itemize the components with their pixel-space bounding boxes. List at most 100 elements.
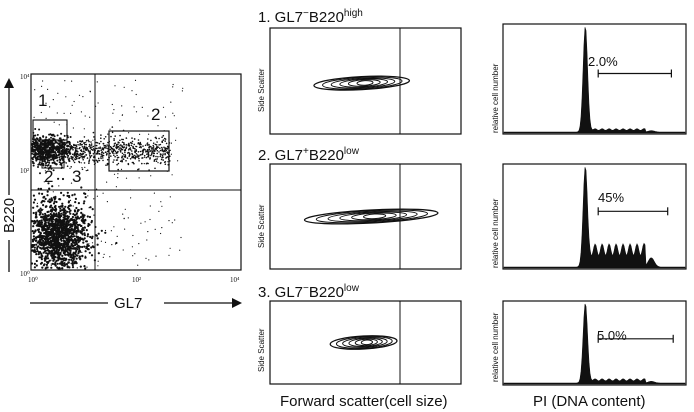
scatter-dot [63,208,66,211]
scatter-dot [122,158,125,160]
scatter-dot [61,152,63,154]
scatter-dot [70,145,73,147]
scatter-dot [97,147,100,149]
scatter-dot [45,102,47,104]
scatter-dot [121,156,123,159]
scatter-dot [83,214,86,217]
scatter-dot [53,198,56,201]
scatter-dot [139,133,141,135]
scatter-dot [60,230,63,233]
scatter-dot [73,227,77,230]
scatter-dot [35,215,38,218]
scatter-dot [112,149,115,152]
scatter-dot [60,191,63,194]
scatter-dot [75,239,78,242]
scatter-dot [105,145,107,148]
scatter-dot [83,128,85,130]
scatter-dot [72,233,75,236]
contour-plot-3: Side Scatter [257,300,462,385]
contour-frame-2 [269,163,462,270]
scatter-dot [111,103,113,106]
scatter-dot [59,162,62,164]
scatter-dot [173,115,175,117]
scatter-dot [148,169,150,171]
histogram-ylabel-3: relative cell number [491,312,500,382]
scatter-dot [67,200,71,203]
scatter-dot [133,162,135,165]
scatter-dot [32,164,35,167]
scatter-dot [148,146,151,148]
scatter-dot [52,191,54,193]
scatter-dot [70,232,73,235]
scatter-dot [48,217,51,220]
contour-population-2 [303,208,439,225]
scatter-dot [53,234,56,237]
scatter-dot [154,147,157,150]
scatter-dot [40,215,43,218]
scatter-dot [102,256,104,258]
contour-line [322,76,403,90]
scatter-dot [137,142,140,144]
scatter-dot [56,232,59,235]
scatter-dot [172,86,174,88]
scatter-dot [54,264,57,267]
scatter-dot [67,253,70,256]
scatter-dot [50,246,54,249]
scatter-dot [138,160,140,162]
scatter-dot [73,154,75,156]
scatter-dot [33,262,37,265]
scatter-dot [56,251,58,254]
scatter-dot [58,153,61,156]
scatter-dot [60,244,64,247]
histogram-value-1: 2.0% [588,54,618,69]
scatter-dot [106,144,108,146]
scatter-dot [107,147,109,150]
panel-title-2: 2. GL7+B220low [258,146,360,164]
scatter-dot [48,156,51,159]
scatter-dot [68,194,71,198]
scatter-dot [152,147,154,150]
scatter-dot [152,154,155,157]
scatter-dot [83,222,86,225]
scatter-dot [65,96,67,98]
scatter-dot [36,247,39,251]
histogram-1: 2.0% relative cell number [491,23,687,135]
scatter-dot [159,143,162,146]
scatter-dot [66,248,69,251]
scatter-dot [59,152,61,155]
scatter-dot [38,251,41,254]
y-axis-label: B220 [1,198,18,233]
scatter-dot [102,192,104,194]
scatter-dot [145,156,148,159]
scatter-dot [97,260,99,262]
scatter-dot [41,192,44,195]
scatter-dot [34,89,36,91]
scatter-dot [38,128,41,131]
scatter-dot [42,156,45,159]
histogram-frame-1 [502,23,687,135]
scatter-dot [147,138,149,140]
scatter-dot [30,262,34,265]
scatter-dot [121,105,123,107]
scatter-dot [69,218,72,222]
scatter-dot [73,235,76,238]
scatter-dot [167,156,169,158]
scatter-dot [92,246,95,249]
scatter-dot [79,230,82,233]
scatter-dot [124,151,126,154]
scatter-dot [45,205,48,208]
scatter-dot [164,163,167,165]
scatter-dot [69,136,72,138]
scatter-dot [59,141,61,143]
scatter-dot [150,145,152,148]
scatter-dot [78,247,81,250]
scatter-dot [49,205,52,208]
scatter-dot [49,144,52,146]
scatter-dot [75,232,78,235]
scatter-dot [48,226,51,229]
scatter-dot [154,150,156,153]
scatter-dot [66,155,69,157]
scatter-dot [92,145,95,148]
scatter-dot [47,88,49,90]
scatter-dot [97,265,99,267]
